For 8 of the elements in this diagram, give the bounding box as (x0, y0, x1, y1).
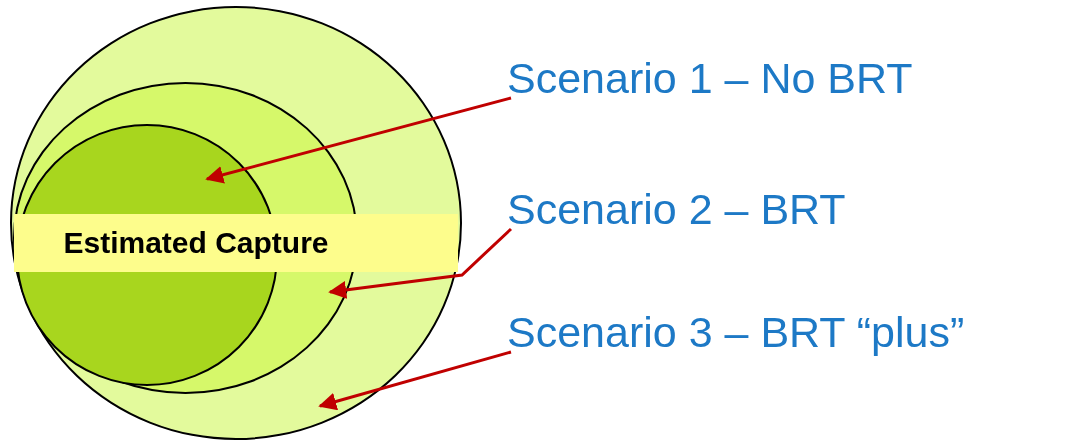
scenario-label: Scenario 2 – BRT (507, 185, 846, 233)
arrow (328, 227, 513, 299)
arrow (318, 350, 512, 411)
band-label: Estimated Capture (63, 226, 329, 260)
highlight-band (14, 214, 458, 272)
scenario-label: Scenario 3 – BRT “plus” (507, 308, 965, 356)
scenario-label: Scenario 1 – No BRT (507, 54, 913, 102)
arrow (205, 96, 512, 184)
